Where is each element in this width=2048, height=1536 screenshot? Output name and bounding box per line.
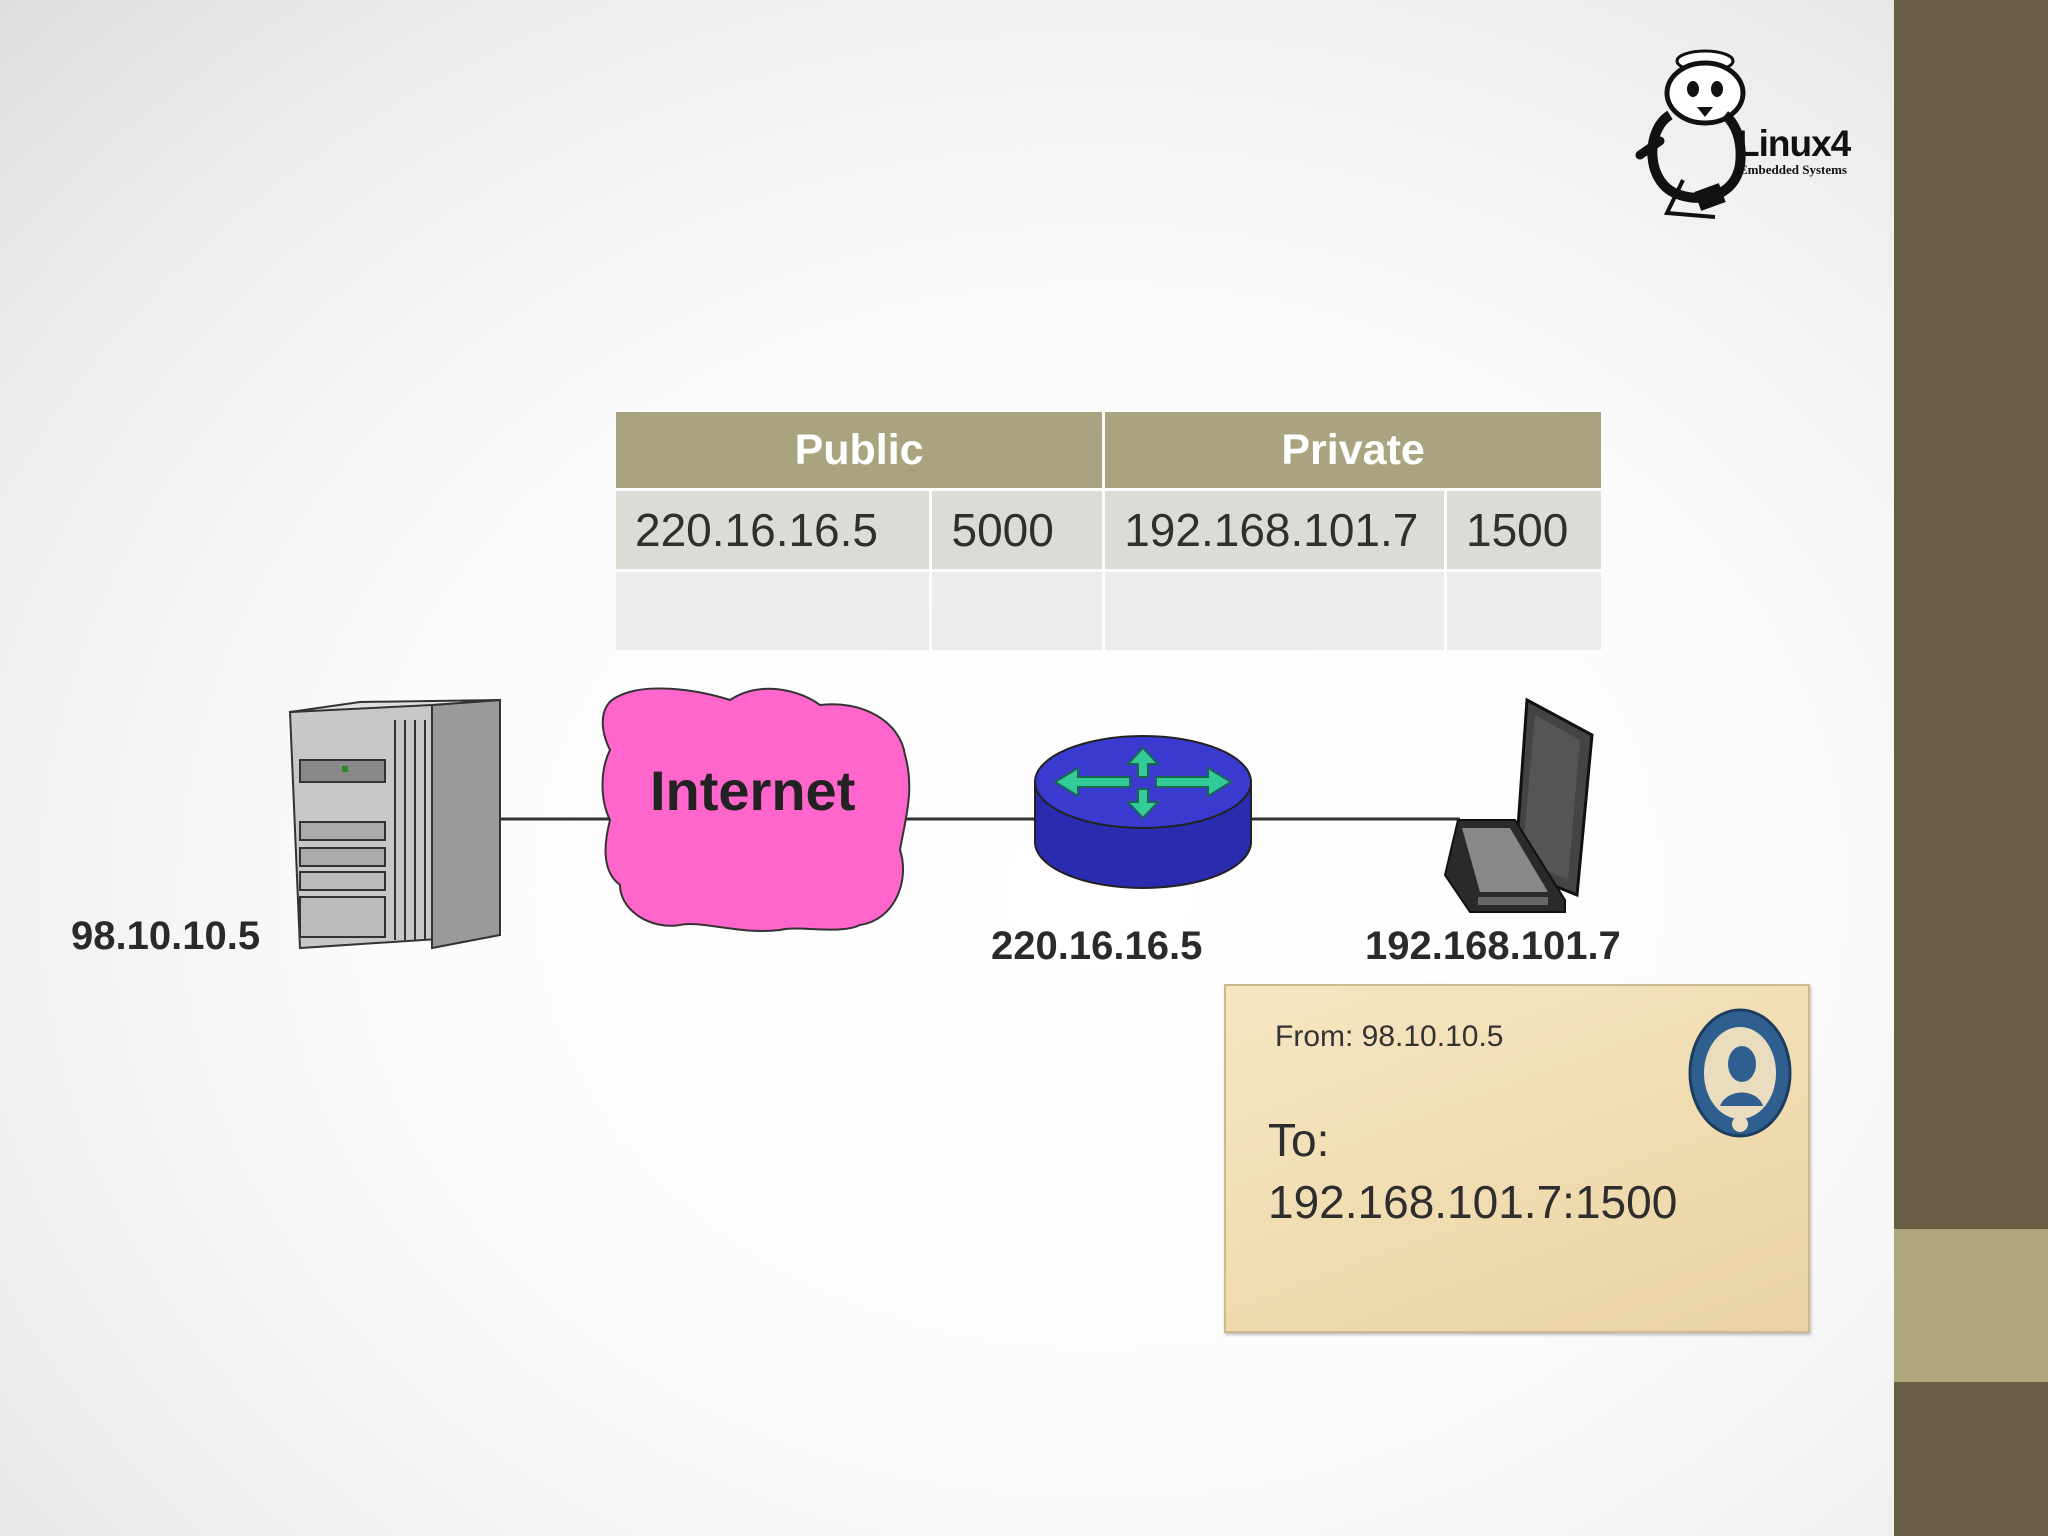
postage-stamp-icon [1688, 1008, 1792, 1138]
laptop-icon [1443, 697, 1594, 913]
private-port-cell: 1500 [1446, 491, 1601, 569]
nat-table: Public Private 220.16.16.5 5000 192.168.… [613, 409, 1604, 653]
table-header-row: Public Private [616, 412, 1601, 488]
table-cell [932, 572, 1103, 650]
penguin-logo-icon [1635, 49, 1746, 219]
logo-tagline: Embedded Systems [1739, 162, 1847, 177]
public-ip-cell: 220.16.16.5 [616, 491, 930, 569]
envelope-to: To: 192.168.101.7:1500 [1268, 1109, 1677, 1233]
server-icon [288, 698, 501, 950]
laptop-ip-label: 192.168.101.7 [1365, 924, 1621, 968]
side-accent [1894, 1229, 2048, 1382]
table-row [616, 572, 1601, 650]
table-cell [1105, 572, 1444, 650]
envelope-from: From: 98.10.10.5 [1275, 1020, 1504, 1053]
public-port-cell: 5000 [932, 491, 1103, 569]
logo-name: Linux4 [1737, 123, 1851, 164]
table-cell [616, 572, 930, 650]
table-cell [1446, 572, 1601, 650]
table-row: 220.16.16.5 5000 192.168.101.7 1500 [616, 491, 1601, 569]
envelope-to-label: To: [1268, 1114, 1330, 1166]
internet-cloud-icon [601, 687, 911, 932]
header-public: Public [616, 412, 1103, 488]
router-ip-label: 220.16.16.5 [991, 924, 1203, 968]
envelope-to-address: 192.168.101.7:1500 [1268, 1176, 1678, 1228]
private-ip-cell: 192.168.101.7 [1105, 491, 1444, 569]
envelope: From: 98.10.10.5 To: 192.168.101.7:1500 [1224, 984, 1810, 1333]
router-icon [1034, 735, 1252, 889]
server-ip-label: 98.10.10.5 [71, 914, 261, 958]
cloud-label: Internet [650, 759, 855, 822]
header-private: Private [1105, 412, 1601, 488]
